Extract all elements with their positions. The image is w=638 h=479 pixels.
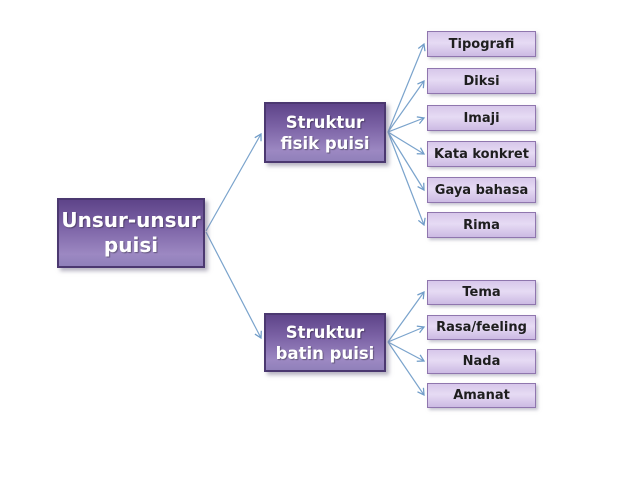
connector-fisik-rima [387, 131, 426, 227]
node-batin-label-line2: batin puisi [275, 343, 375, 363]
node-gaya-bahasa: Gaya bahasa [427, 177, 536, 203]
node-rasa-feeling: Rasa/feeling [427, 315, 536, 340]
node-kata-konkret: Kata konkret [427, 141, 536, 167]
node-tema: Tema [427, 280, 536, 305]
connector-root-fisik [205, 132, 262, 232]
connector-fisik-kata-konkret [387, 131, 426, 155]
connector-root-batin [205, 231, 262, 340]
connector-batin-nada [387, 341, 426, 362]
node-root-unsur-unsur-puisi: Unsur-unsur puisi [57, 198, 205, 268]
node-batin-label-line1: Struktur [285, 322, 365, 342]
node-amanat: Amanat [427, 383, 536, 408]
node-diksi: Diksi [427, 68, 536, 94]
connector-fisik-imaji [387, 116, 426, 133]
connector-fisik-tipografi [387, 42, 426, 133]
node-imaji: Imaji [427, 105, 536, 131]
node-tipografi: Tipografi [427, 31, 536, 57]
node-root-label-line1: Unsur-unsur [61, 208, 201, 232]
node-struktur-batin-puisi: Struktur batin puisi [264, 313, 386, 372]
node-struktur-fisik-puisi: Struktur fisik puisi [264, 102, 386, 163]
connector-batin-tema [387, 290, 425, 343]
connector-fisik-gaya-bahasa [387, 131, 425, 192]
node-root-label-line2: puisi [103, 233, 159, 257]
connector-batin-amanat [387, 341, 425, 397]
connector-batin-rasa [387, 325, 426, 343]
node-nada: Nada [427, 349, 536, 374]
node-rima: Rima [427, 212, 536, 238]
node-fisik-label-line1: Struktur [285, 112, 365, 132]
node-fisik-label-line2: fisik puisi [280, 133, 370, 153]
connector-fisik-diksi [387, 79, 425, 133]
